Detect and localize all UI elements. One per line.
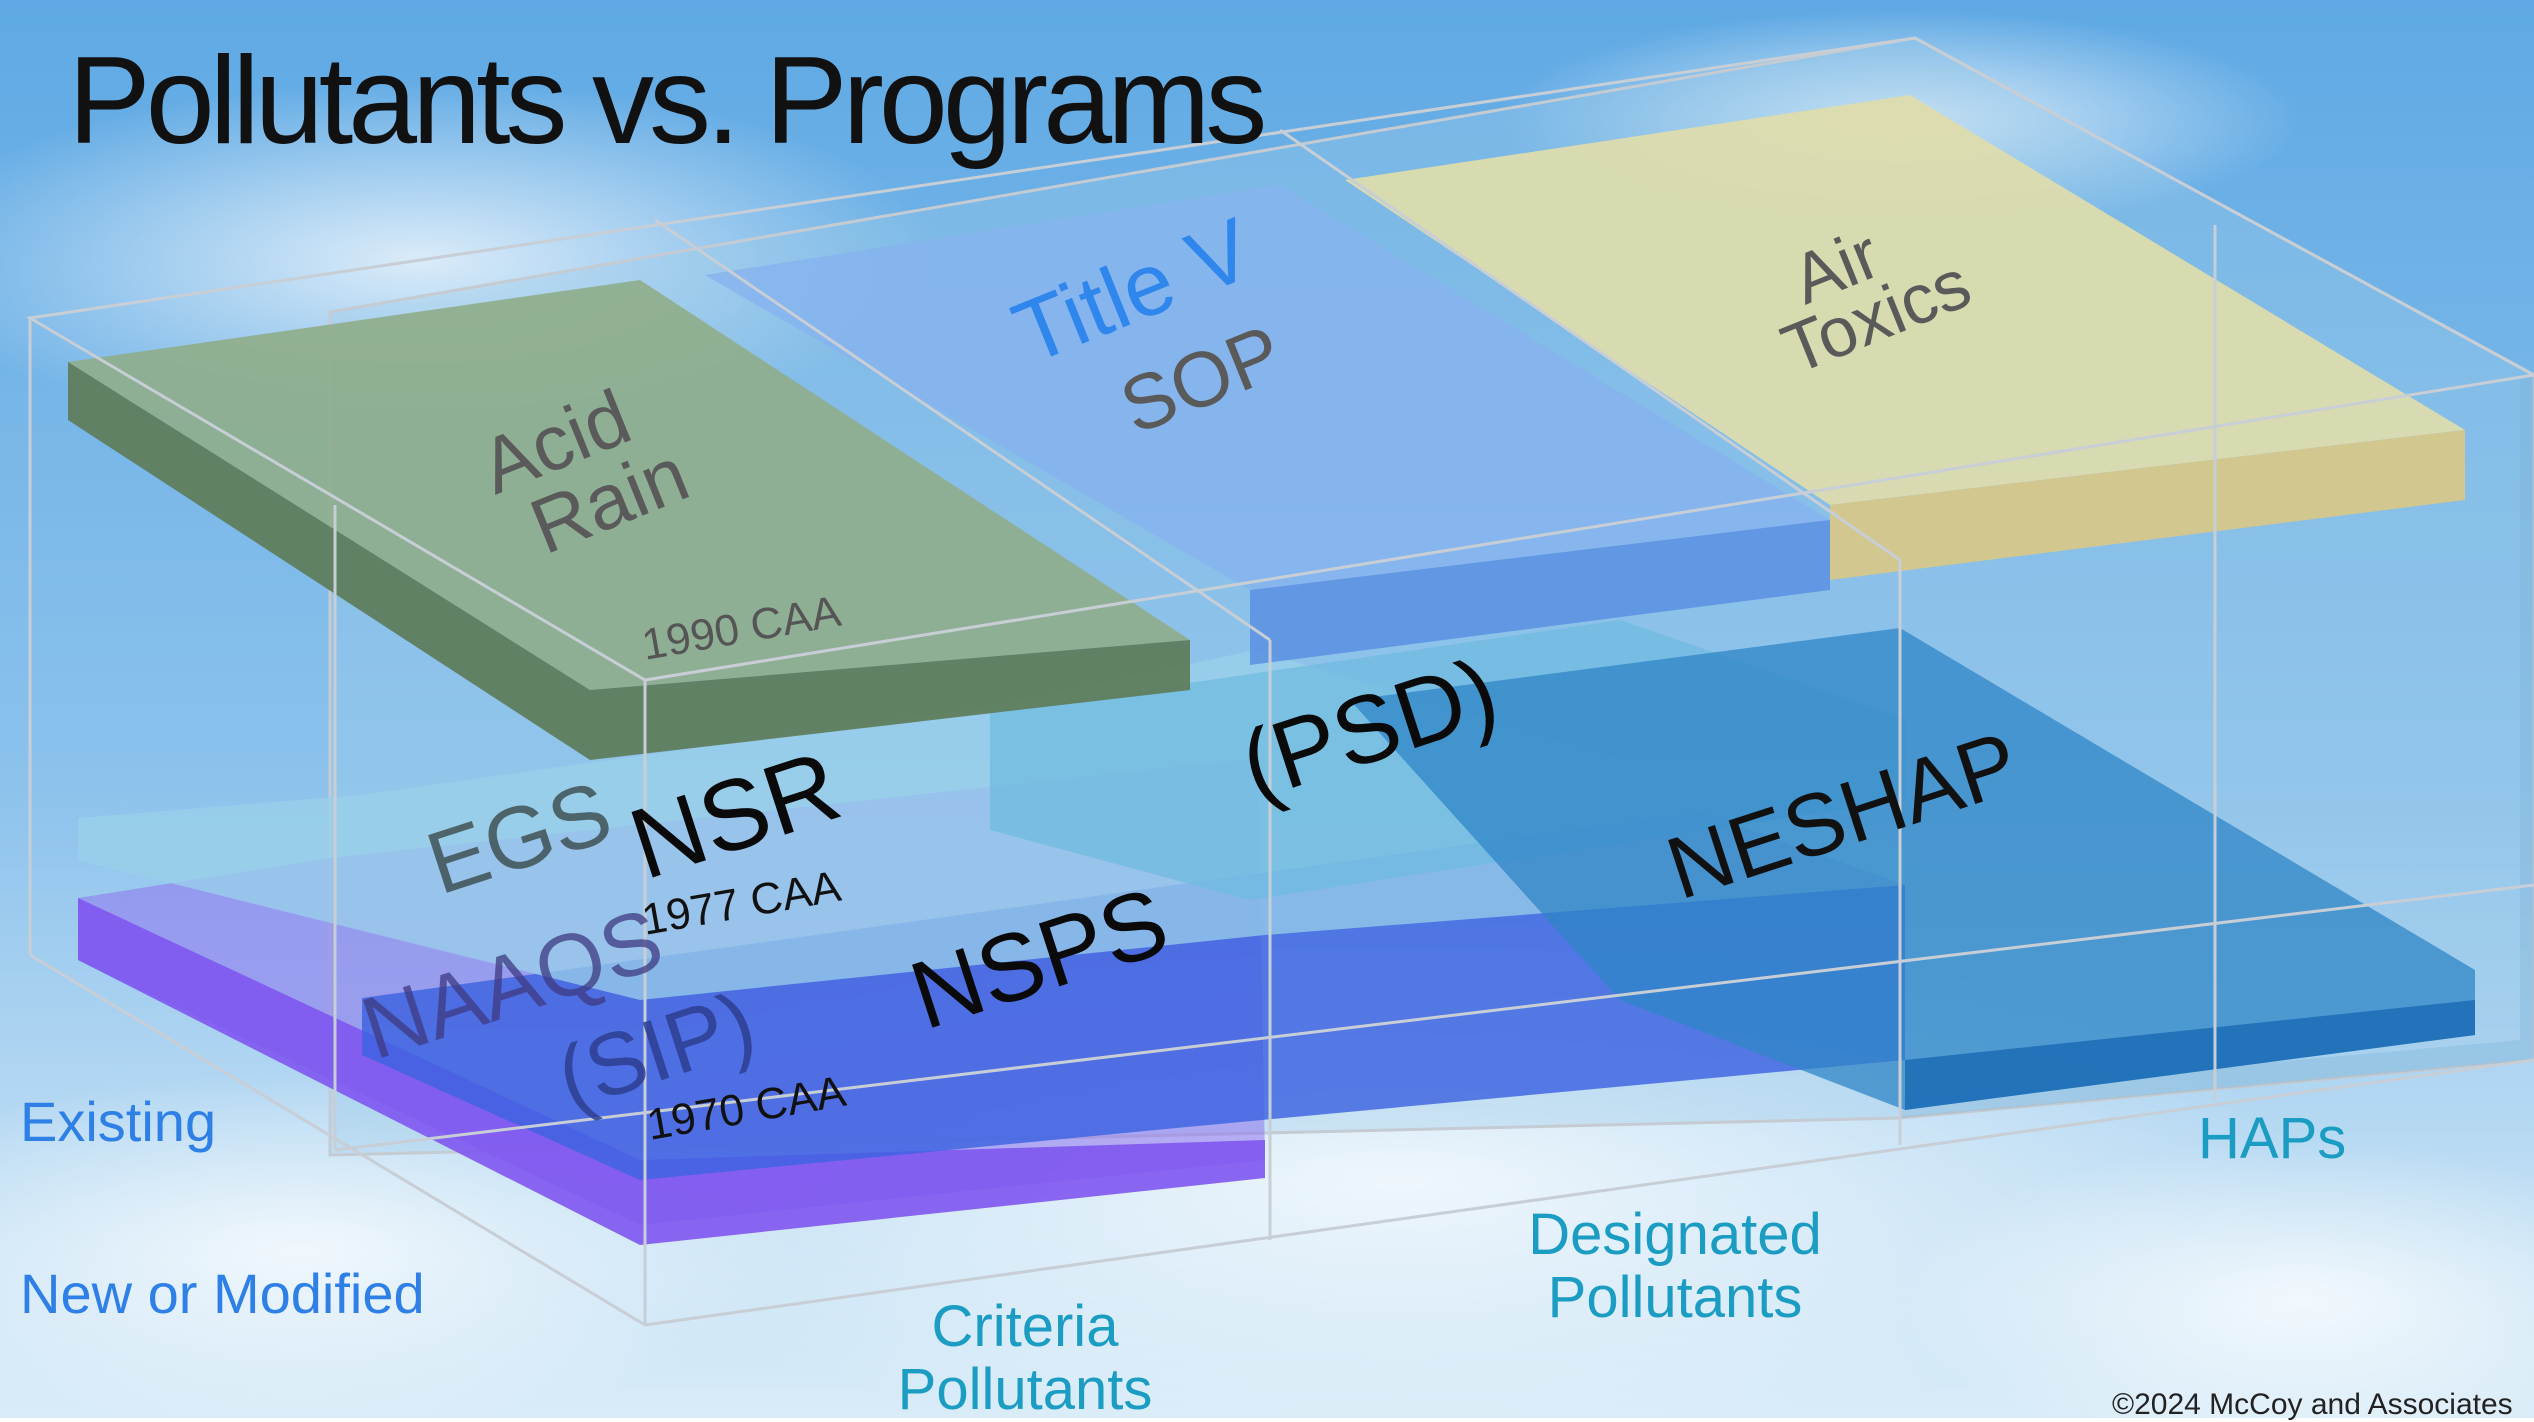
acid-rain-slab-front [68,362,1190,760]
title-v-slab-front [1250,520,1830,665]
column-label-designated-line2: Pollutants [1547,1264,1803,1330]
lower-tier [78,620,2475,1245]
row-label-new-or-modified: New or Modified [20,1262,425,1325]
column-label-haps: HAPs [2198,1106,2347,1171]
title-v-slab [705,185,1830,590]
neshap-slab-front [1905,1000,2475,1110]
acid-rain-slab-top [68,280,1190,690]
neshap-slab [1350,628,2475,1110]
naaqs-slab-front [78,898,1265,1245]
column-label-criteria: Criteria Pollutants [880,1294,1170,1422]
air-toxics-slab [1345,95,2465,505]
copyright-notice: ©2024 McCoy and Associates [2112,1388,2513,1421]
column-label-criteria-line1: Criteria [931,1294,1119,1359]
air-toxics-slab-front [1830,430,2465,580]
column-label-designated: Designated Pollutants [1505,1202,1845,1330]
column-label-criteria-line2: Pollutants [897,1356,1153,1422]
upper-tier [68,95,2465,760]
glass-box-frame [25,36,2534,1327]
page-title: Pollutants vs. Programs [68,32,1267,170]
row-label-existing: Existing [20,1090,217,1153]
column-label-designated-line1: Designated [1528,1202,1822,1267]
